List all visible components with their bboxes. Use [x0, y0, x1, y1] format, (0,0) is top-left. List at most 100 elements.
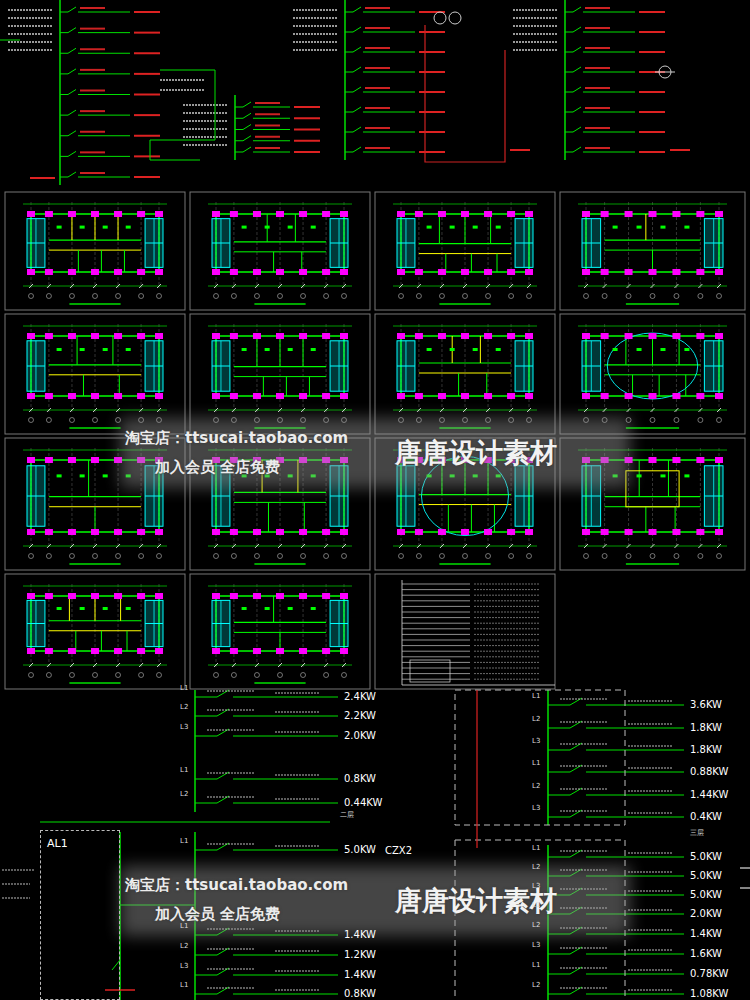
- column: [322, 593, 330, 599]
- column: [696, 529, 704, 535]
- column: [212, 211, 220, 217]
- column: [212, 269, 220, 275]
- partition-wall: [101, 631, 102, 651]
- wire: [255, 544, 259, 548]
- column: [137, 269, 145, 275]
- load-value: 1.44KW: [690, 789, 728, 800]
- partition-wall: [118, 214, 119, 240]
- text-mark: [255, 113, 280, 115]
- wire: [339, 219, 340, 268]
- text-mark: [2, 897, 30, 898]
- wire: [324, 408, 328, 412]
- sheet-title: [254, 303, 305, 305]
- column: [114, 529, 122, 535]
- text-mark: [513, 25, 557, 27]
- fixture-mark: [80, 348, 85, 351]
- text-mark: [255, 102, 280, 104]
- column: [68, 333, 76, 339]
- partition-wall: [83, 375, 84, 396]
- partition-wall: [480, 336, 481, 363]
- partition-wall: [486, 373, 487, 396]
- bus-bar: [234, 95, 236, 160]
- text-mark: [80, 172, 105, 174]
- partition-wall: [490, 214, 491, 244]
- phase-label: L3: [532, 805, 540, 813]
- axis-bubble: [46, 554, 51, 559]
- sheet-frame: [560, 192, 745, 310]
- sheet-frame: [5, 574, 185, 689]
- wire: [157, 663, 161, 667]
- wire: [220, 341, 221, 391]
- text-mark: [134, 11, 160, 13]
- column: [625, 211, 633, 217]
- wire: [345, 32, 353, 33]
- wire: [586, 772, 684, 773]
- column: [649, 333, 657, 339]
- column: [322, 648, 330, 654]
- wire: [399, 408, 403, 412]
- column: [340, 393, 348, 399]
- floor-plan: [190, 192, 370, 310]
- fixture-mark: [80, 474, 85, 477]
- stair-core: [27, 466, 45, 526]
- column: [484, 269, 492, 275]
- breaker-symbol: [573, 47, 581, 52]
- wire: [548, 817, 570, 818]
- floor-label: 三层: [690, 830, 704, 838]
- wire: [586, 817, 684, 818]
- partition-wall: [439, 214, 440, 244]
- text-mark: [628, 700, 673, 701]
- breaker-symbol: [573, 7, 581, 12]
- wire: [157, 544, 161, 548]
- text-mark: [628, 929, 673, 930]
- text-mark: [183, 120, 227, 122]
- wire: [235, 152, 243, 153]
- column: [601, 393, 609, 399]
- wire: [363, 52, 415, 53]
- axis-bubble: [650, 418, 655, 423]
- wire: [47, 663, 51, 667]
- phase-label: L2: [180, 791, 188, 799]
- stair-core: [330, 600, 348, 646]
- fixture-mark: [57, 348, 62, 351]
- wire: [651, 544, 655, 548]
- column: [507, 333, 515, 339]
- wire: [548, 705, 570, 706]
- wire: [583, 152, 635, 153]
- wire: [565, 12, 573, 13]
- fixture-mark: [496, 226, 501, 229]
- column: [27, 529, 35, 535]
- fixture-mark: [103, 348, 108, 351]
- wire: [591, 219, 592, 268]
- phase-label: L2: [532, 922, 540, 930]
- watermark-band: [120, 866, 630, 936]
- wire: [402, 679, 470, 680]
- axis-bubble: [626, 554, 631, 559]
- wire: [60, 53, 68, 54]
- column: [230, 393, 238, 399]
- axis-bubble: [650, 294, 655, 299]
- axis-bubble: [416, 294, 421, 299]
- breaker-symbol: [353, 127, 361, 132]
- partition-wall: [465, 214, 466, 244]
- outer-wall: [586, 336, 719, 396]
- stair-core: [704, 341, 723, 391]
- text-mark: [560, 698, 608, 699]
- load-value: 1.4KW: [344, 929, 376, 940]
- column: [114, 211, 122, 217]
- axis-bubble: [324, 294, 329, 299]
- text-mark: [585, 87, 610, 89]
- axis-bubble: [157, 673, 162, 678]
- column: [696, 269, 704, 275]
- column: [438, 269, 446, 275]
- text-mark: [419, 111, 445, 113]
- phase-label: L1: [532, 760, 540, 768]
- column: [253, 333, 261, 339]
- breaker-symbol: [573, 107, 581, 112]
- phase-label: L1: [180, 982, 188, 990]
- fixture-mark: [265, 607, 270, 610]
- fixture-mark: [57, 226, 62, 229]
- axis-bubble: [717, 294, 722, 299]
- wire: [278, 663, 282, 667]
- axis-bubble: [509, 294, 514, 299]
